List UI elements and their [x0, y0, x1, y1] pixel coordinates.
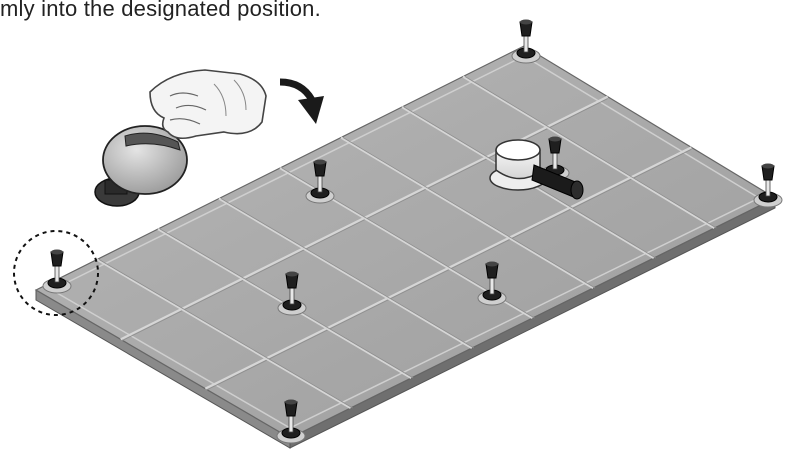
leveling-foot-icon	[753, 163, 783, 208]
panel	[34, 45, 777, 449]
leveling-foot-icon	[511, 19, 541, 64]
grout-shadow	[464, 76, 717, 229]
leveling-feet	[42, 19, 783, 444]
grout-shadow	[342, 137, 596, 289]
grout-line	[462, 75, 715, 229]
leveling-foot-icon	[477, 261, 507, 306]
grout-line	[96, 258, 352, 409]
hand-icon	[149, 69, 267, 140]
suction-lifter-icon	[489, 139, 584, 200]
dashed-circle-icon	[13, 230, 99, 316]
leveling-foot-icon	[276, 399, 306, 444]
grout-line	[340, 136, 594, 289]
leveling-foot-icon	[277, 271, 307, 316]
grout-line	[218, 197, 473, 349]
instruction-caption: mly into the designated position.	[0, 0, 321, 21]
adhesive-pad-icon	[94, 125, 188, 207]
leveling-foot-icon	[305, 159, 335, 204]
grout-shadow	[220, 198, 475, 349]
grout-shadow	[98, 259, 353, 409]
tile-grid	[96, 75, 717, 409]
grout-shadow	[205, 148, 692, 392]
grout-shadow	[120, 98, 608, 342]
leveling-foot-icon	[540, 136, 570, 181]
leveling-foot-icon	[42, 249, 72, 294]
curved-arrow-icon	[279, 78, 324, 124]
